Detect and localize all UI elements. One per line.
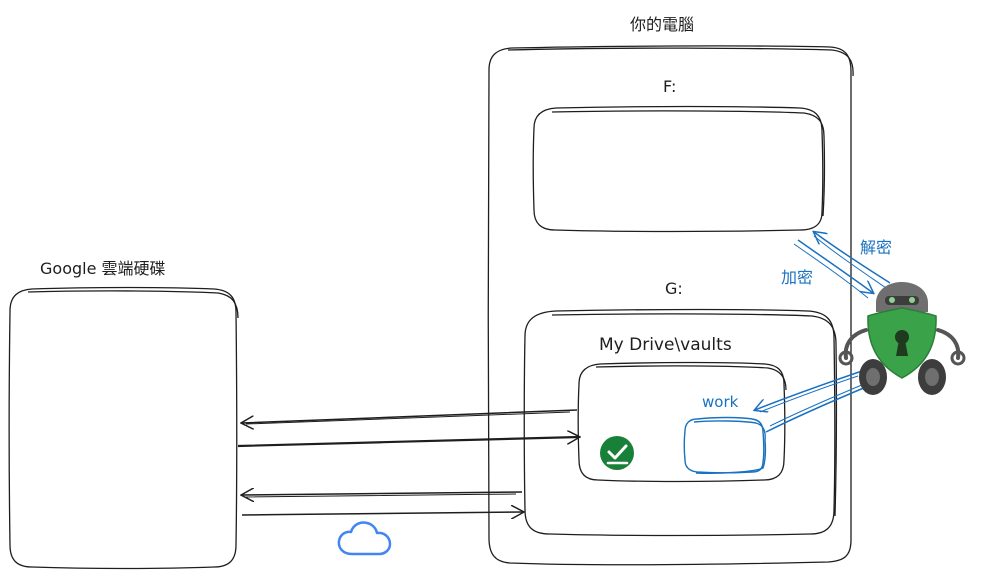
drive-g-box bbox=[523, 308, 838, 537]
work-vault-box bbox=[683, 416, 767, 474]
arrow-to-work-vault bbox=[755, 370, 863, 410]
arrow-cloud-to-vault bbox=[237, 437, 579, 448]
arrow-decrypt bbox=[814, 232, 891, 284]
crypto-arrows bbox=[755, 232, 891, 433]
decrypt-label: 解密 bbox=[860, 238, 893, 257]
arrow-from-work-vault bbox=[765, 386, 867, 433]
google-drive-label: Google 雲端硬碟 bbox=[40, 259, 166, 278]
drive-g-label: G: bbox=[665, 279, 683, 298]
computer-label: 你的電腦 bbox=[630, 15, 695, 34]
sync-arrows bbox=[237, 409, 579, 515]
arrow-vault-to-cloud bbox=[242, 409, 578, 423]
cryptomator-robot-icon bbox=[838, 282, 966, 395]
arrow-encrypt bbox=[797, 239, 873, 293]
computer-box bbox=[487, 45, 854, 566]
encrypt-label: 加密 bbox=[781, 268, 814, 287]
sync-check-icon bbox=[600, 436, 634, 470]
google-drive-box bbox=[8, 286, 239, 570]
arrow-cloud-to-drive bbox=[241, 512, 523, 515]
drive-f-box bbox=[532, 105, 826, 233]
cloud-icon bbox=[337, 521, 392, 556]
vaults-folder-label: My Drive\vaults bbox=[599, 335, 732, 355]
arrow-drive-to-cloud bbox=[242, 492, 523, 495]
work-vault-label: work bbox=[702, 393, 739, 411]
vaults-folder-box bbox=[577, 361, 787, 483]
drive-f-label: F: bbox=[663, 77, 677, 96]
